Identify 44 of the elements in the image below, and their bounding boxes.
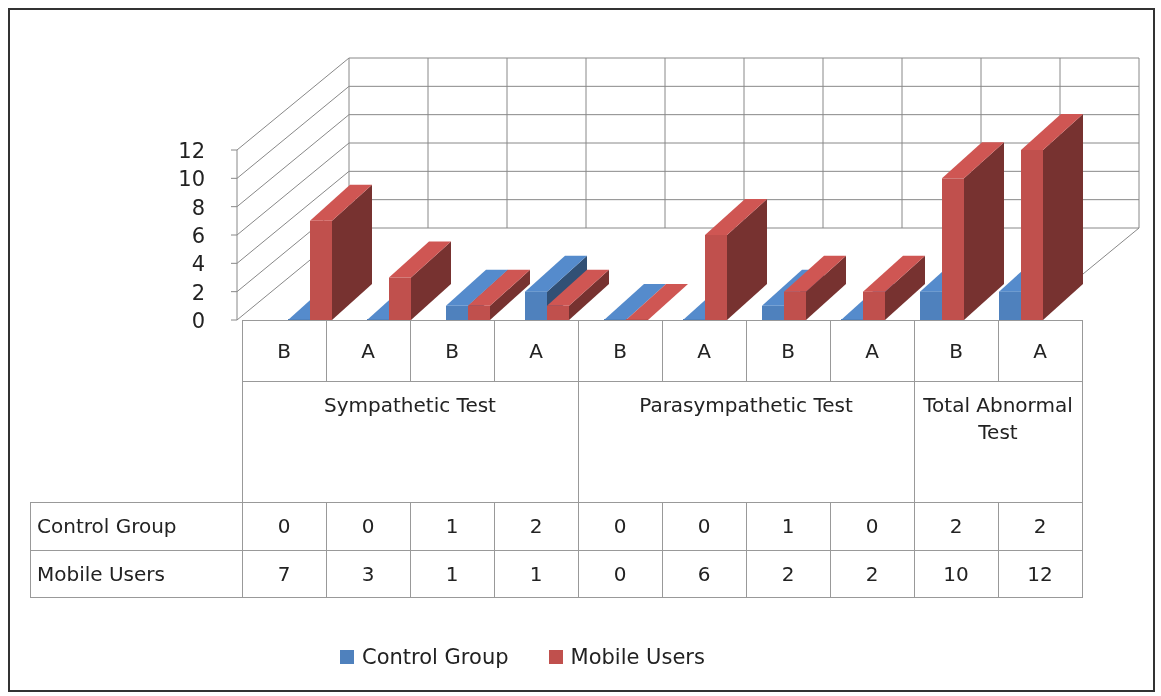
axis-tick-label: 4 (191, 252, 205, 277)
table-cell: 2 (914, 502, 998, 551)
category-label: A (326, 320, 410, 382)
table-row-header: Mobile Users (30, 550, 242, 598)
axis-tick-label: 2 (191, 280, 205, 305)
table-cell: 3 (326, 550, 410, 598)
legend-label: Control Group (362, 645, 509, 669)
table-cell: 1 (746, 502, 830, 551)
axis-tick-label: 12 (178, 139, 205, 163)
table-cell: 1 (494, 550, 578, 598)
category-label: A (998, 320, 1082, 382)
group-label: Total Abnormal Test (914, 381, 1082, 503)
axis-tick-label: 6 (191, 224, 205, 248)
group-label: Parasympathetic Test (578, 381, 914, 503)
table-cell: 6 (662, 550, 746, 598)
table-cell: 2 (746, 550, 830, 598)
table-cell: 0 (578, 550, 662, 598)
category-label: A (830, 320, 914, 382)
category-label: B (914, 320, 998, 382)
table-cell: 0 (242, 502, 326, 551)
table-cell: 0 (326, 502, 410, 551)
category-label: B (746, 320, 830, 382)
table-cell: 0 (578, 502, 662, 551)
axis-tick-label: 0 (191, 309, 205, 333)
category-label: A (662, 320, 746, 382)
table-cell: 12 (998, 550, 1082, 598)
category-label: B (578, 320, 662, 382)
table-row-header: Control Group (30, 502, 242, 551)
table-cell: 2 (830, 550, 914, 598)
category-label: B (242, 320, 326, 382)
group-label: Sympathetic Test (242, 381, 578, 503)
category-label: B (410, 320, 494, 382)
category-label: A (494, 320, 578, 382)
table-cell: 0 (830, 502, 914, 551)
table-cell: 1 (410, 502, 494, 551)
axis-tick-label: 8 (191, 195, 205, 220)
table-cell: 10 (914, 550, 998, 598)
table-cell: 7 (242, 550, 326, 598)
axis-tick-label: 10 (178, 167, 205, 192)
table-cell: 2 (494, 502, 578, 551)
legend-label: Mobile Users (570, 645, 705, 669)
table-cell: 1 (410, 550, 494, 598)
table-cell: 2 (998, 502, 1082, 551)
table-cell: 0 (662, 502, 746, 551)
